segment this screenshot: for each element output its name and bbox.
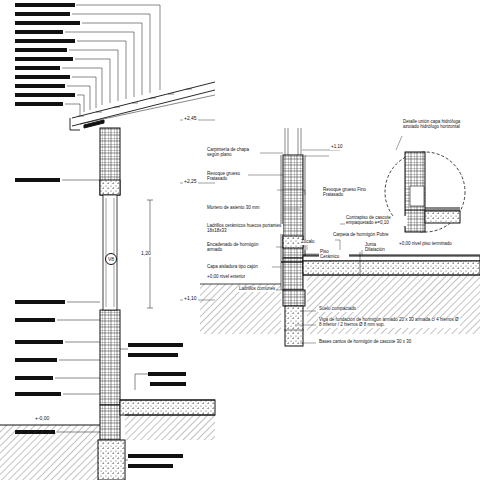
callout-text: Ladrillos comunes <box>238 287 276 292</box>
window-tag: V8 <box>105 253 117 265</box>
callout-text: Contrapiso de cascote empaquetado e=0,10 <box>345 216 407 226</box>
level-mark: +0,00 nivel piso terminado <box>398 242 460 247</box>
callout-text: Bases cantos de hormigón de cascote 30 x… <box>318 340 430 345</box>
callout-text: Viga de fundación de hormigón armado 20 … <box>318 318 460 328</box>
callout-text: Revoque grueso Fino Fratasado <box>322 188 384 198</box>
level-mark: +-0,00 <box>34 416 50 422</box>
callout-text: Ladrillos cerámicos huecos portantes 18x… <box>206 224 283 234</box>
callout-text: Zócalo <box>300 240 316 245</box>
level-mark: +1,10 <box>330 145 343 150</box>
level-mark: +0,00 nivel exterior <box>206 275 246 280</box>
left-section <box>0 3 215 480</box>
level-mark: +1,10 <box>183 296 198 302</box>
level-mark: +2,25 <box>183 179 198 185</box>
callout-text: Detalle unión capa hidrófuga azotado hid… <box>402 120 474 130</box>
callout-text: Mortero de asiento 30 mm <box>206 206 278 211</box>
callout-text: Carpintería de chapa según plano <box>206 148 260 158</box>
callout-text: Capa aisladora tipo cajón <box>206 265 272 270</box>
callout-text: Carpeta de hormigón Pobre <box>332 233 394 238</box>
callout-text: Encadenado de hormigón armado <box>206 243 276 253</box>
callout-text: Junta Dilatación <box>364 243 390 253</box>
callout-text: Revoque grueso Fratasado <box>206 172 248 182</box>
level-mark: +2,45 <box>183 116 198 122</box>
right-detail <box>200 128 480 346</box>
level-mark: 1,20 <box>140 251 152 257</box>
callout-text: Piso Cerámico <box>319 250 349 260</box>
tag-text: V8 <box>108 256 114 262</box>
callout-text: Suelo compactado <box>318 307 357 312</box>
